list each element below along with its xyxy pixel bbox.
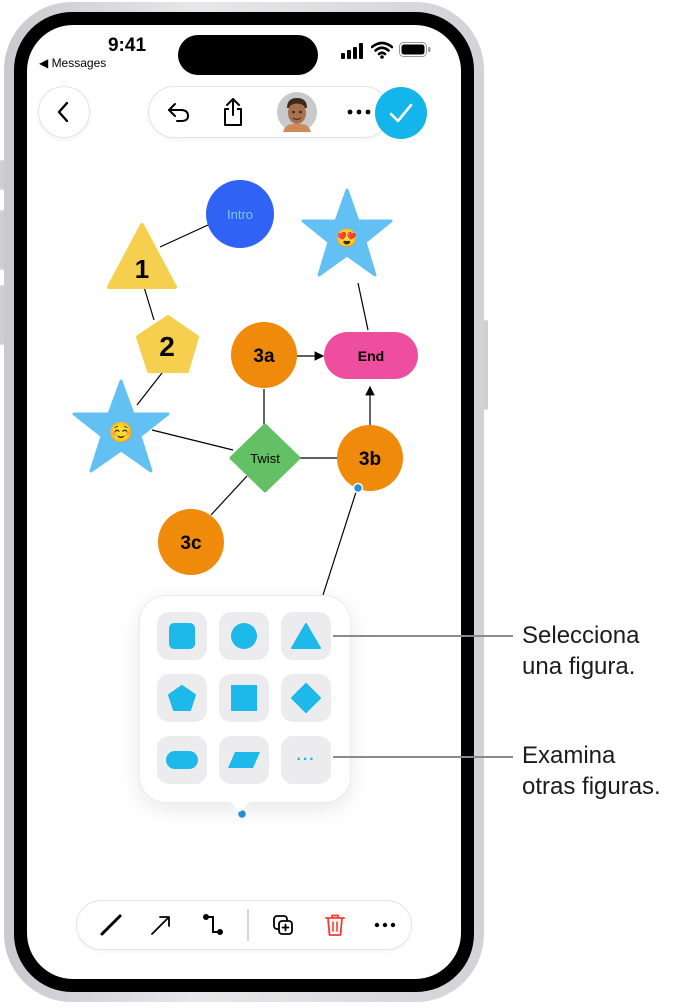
more-tools-button[interactable] <box>365 901 405 949</box>
callout-browse-line2: otras figuras. <box>522 773 661 800</box>
node-intro-label: Intro <box>227 207 253 222</box>
node-end-label: End <box>358 348 384 364</box>
node-end[interactable]: End <box>324 332 418 379</box>
node-two[interactable]: 2 <box>136 315 199 373</box>
cellular-signal-icon <box>341 43 363 59</box>
avatar-memoji-icon <box>277 92 317 132</box>
shape-pentagon-button[interactable] <box>157 674 207 722</box>
node-3c[interactable]: 3c <box>158 509 224 575</box>
status-time: 9:41 <box>107 35 147 56</box>
back-button[interactable] <box>39 87 89 137</box>
done-button[interactable] <box>375 87 427 139</box>
side-button-power <box>484 320 488 410</box>
collaborator-avatar[interactable] <box>273 87 321 137</box>
node-one[interactable]: 1 <box>107 223 177 289</box>
more-options-button[interactable] <box>337 87 381 137</box>
connector-3b-new[interactable] <box>322 488 358 596</box>
connector-intro-one[interactable] <box>159 224 209 248</box>
node-twist[interactable]: Twist <box>229 423 301 493</box>
shape-square-sharp-button[interactable] <box>219 674 269 722</box>
node-twist-label: Twist <box>250 451 280 466</box>
side-button-volume-up <box>0 210 4 270</box>
node-3b[interactable]: 3b <box>337 425 403 491</box>
device-screen: 9:41 ◀ Messages <box>27 25 461 979</box>
connector-twist-3c[interactable] <box>210 475 248 516</box>
undo-button[interactable] <box>157 87 201 137</box>
side-button-volume-down <box>0 285 4 345</box>
wifi-icon <box>371 41 393 59</box>
shape-diamond-button[interactable] <box>281 674 331 722</box>
callout-browse-shapes: Examina otras figuras. <box>522 740 661 802</box>
square-sharp-shape-icon <box>231 685 257 711</box>
callout-browse-line1: Examina <box>522 742 616 769</box>
checkmark-icon <box>389 103 413 123</box>
trash-icon <box>325 914 345 936</box>
node-star-left[interactable]: ☺️ <box>72 379 170 473</box>
arrow-icon <box>151 916 170 935</box>
connector-icon <box>203 914 223 935</box>
circle-shape-icon <box>231 623 257 649</box>
node-3a[interactable]: 3a <box>231 322 297 388</box>
ellipsis-icon <box>374 922 396 928</box>
line-tool-button[interactable] <box>91 901 131 949</box>
connector-star-twist[interactable] <box>151 429 234 451</box>
callout-select-shape: Selecciona una figura. <box>522 620 639 682</box>
popover-tail <box>228 800 252 812</box>
shape-pill-button[interactable] <box>157 736 207 784</box>
triangle-shape-icon <box>291 623 321 649</box>
chevron-left-icon <box>57 101 69 123</box>
shape-circle-button[interactable] <box>219 612 269 660</box>
bottom-toolbar <box>77 901 411 949</box>
connector-two-star[interactable] <box>136 372 163 406</box>
shape-square-button[interactable] <box>157 612 207 660</box>
share-button[interactable] <box>211 87 255 137</box>
ellipsis-icon <box>347 109 371 115</box>
pentagon-shape-icon <box>168 685 196 711</box>
share-icon <box>224 98 242 126</box>
line-icon <box>100 914 122 936</box>
duplicate-icon <box>273 915 293 935</box>
connector-tool-button[interactable] <box>193 901 233 949</box>
side-button-action <box>0 160 4 190</box>
node-star-top-emoji: 😍 <box>336 228 358 248</box>
delete-button[interactable] <box>315 901 355 949</box>
callout-leader-browse <box>333 756 513 758</box>
node-intro[interactable]: Intro <box>206 180 274 248</box>
dynamic-island <box>178 35 318 75</box>
node-3c-label: 3c <box>180 533 202 554</box>
more-shapes-ellipsis-icon: ··· <box>296 751 316 768</box>
shape-triangle-button[interactable] <box>281 612 331 660</box>
square-shape-icon <box>169 623 195 649</box>
shape-picker-popover: ··· <box>140 596 350 812</box>
diagram-canvas[interactable]: Intro 1 2 😍 ☺️ 3a End <box>27 25 461 979</box>
node-one-label: 1 <box>135 254 149 284</box>
connector-star-end[interactable] <box>357 282 369 331</box>
selection-handle[interactable] <box>352 482 364 494</box>
arrow-tool-button[interactable] <box>141 901 181 949</box>
node-star-top[interactable]: 😍 <box>301 188 393 277</box>
parallelogram-shape-icon <box>228 752 260 768</box>
duplicate-button[interactable] <box>263 901 303 949</box>
connector-one-two[interactable] <box>143 286 155 321</box>
node-3b-label: 3b <box>359 449 381 470</box>
callout-select-line1: Selecciona <box>522 622 640 649</box>
undo-icon <box>168 103 190 122</box>
toolbar-divider <box>247 909 249 941</box>
callout-leader-select <box>333 635 513 637</box>
callout-select-line2: una figura. <box>522 653 636 680</box>
node-star-left-emoji: ☺️ <box>109 421 134 444</box>
battery-icon <box>399 42 431 57</box>
diamond-shape-icon <box>291 683 321 713</box>
node-3a-label: 3a <box>253 346 275 367</box>
more-shapes-button[interactable]: ··· <box>281 736 331 784</box>
node-two-label: 2 <box>159 331 175 362</box>
pill-shape-icon <box>166 751 198 769</box>
connector-lines <box>136 224 375 817</box>
top-toolbar <box>149 87 389 137</box>
shape-parallelogram-button[interactable] <box>219 736 269 784</box>
back-to-messages-link[interactable]: ◀ Messages <box>39 56 107 70</box>
